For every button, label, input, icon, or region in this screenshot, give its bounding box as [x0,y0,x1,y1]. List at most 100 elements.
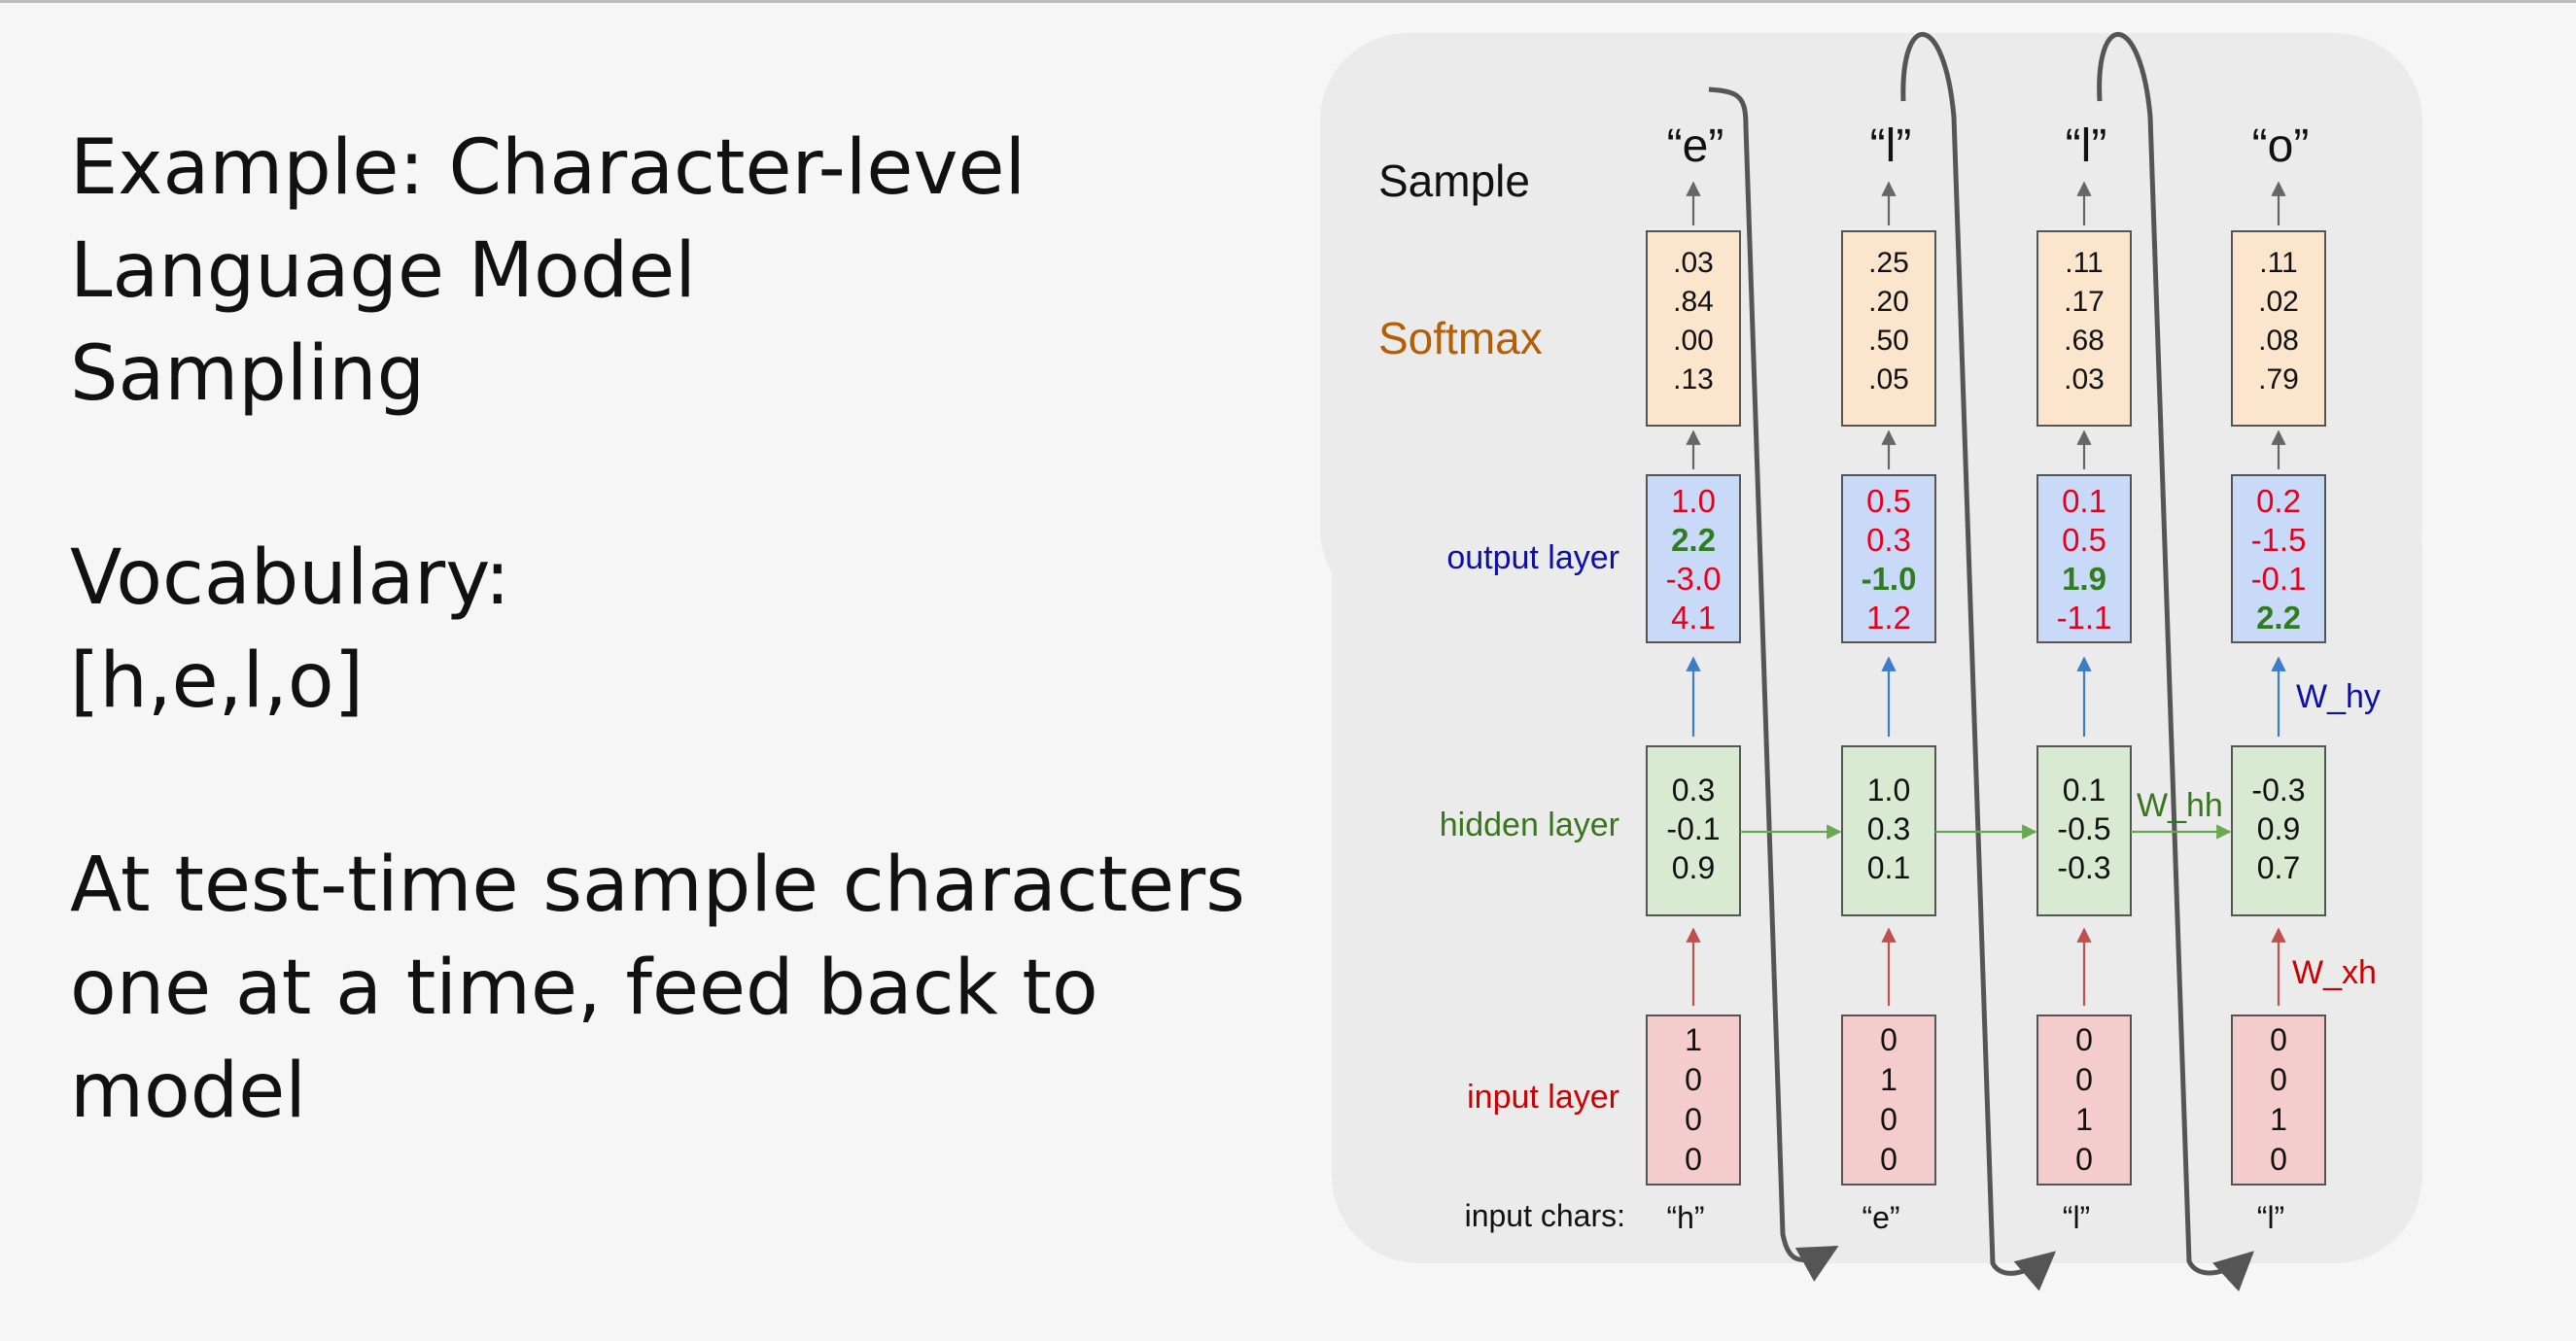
output-value: -0.1 [2251,561,2307,597]
softmax-value: .03 [1673,247,1714,279]
input-value: 1 [1880,1062,1897,1097]
feedback-arrow [1708,86,1839,1282]
softmax-value: .25 [1868,247,1909,279]
input-char: “h” [1666,1200,1704,1235]
input-chars-label: input chars: [1465,1198,1625,1233]
softmax-value: .08 [2258,325,2299,357]
output-layer-label: output layer [1446,539,1619,576]
description-line: At test-time sample characters [70,842,1245,929]
input-value: 0 [2270,1062,2287,1097]
output-value: -1.5 [2251,522,2307,558]
input-value: 1 [2075,1102,2093,1137]
vocabulary-line: [h,e,l,o] [70,637,365,725]
input-value: 0 [2075,1142,2093,1177]
softmax-value: .17 [2064,286,2105,318]
input-vector [1841,1014,1936,1186]
output-value: 4.1 [1671,600,1716,636]
sampled-char: “e” [1667,120,1724,172]
hidden-value: -0.3 [2057,850,2110,885]
softmax-vector [1841,230,1936,427]
softmax-value: .79 [2258,363,2299,395]
output-value: 0.2 [2256,483,2301,519]
output-vector [1646,474,1741,643]
input-value: 1 [2270,1102,2287,1137]
hidden-value: 0.9 [2257,811,2300,846]
hidden-value: 0.3 [1672,773,1715,808]
output-vector [2036,474,2132,643]
softmax-vector [1646,230,1741,427]
softmax-value: .05 [1868,363,1909,395]
hidden-layer-label: hidden layer [1440,807,1619,843]
slide-title-line: Language Model [70,227,696,315]
hidden-value: 0.3 [1867,811,1910,846]
w-hy-label: W_hy [2296,678,2381,715]
sample-label: Sample [1378,155,1530,206]
input-value: 0 [2270,1022,2287,1057]
vocabulary-line: Vocabulary: [70,534,510,622]
softmax-vector [2036,230,2132,427]
input-value: 0 [2075,1022,2093,1057]
slide-text: Example: Character-level Language Model … [70,117,1285,1244]
softmax-vector [2231,230,2326,427]
sampled-char: “o” [2252,120,2310,172]
input-layer-label: input layer [1467,1079,1619,1116]
hidden-value: 0.1 [1867,850,1910,885]
hidden-value: -0.1 [1666,811,1720,846]
output-value: 1.2 [1866,600,1911,636]
input-vector [1646,1014,1741,1186]
input-value: 0 [2270,1142,2287,1177]
output-value: 0.5 [2062,522,2106,558]
hidden-vector [2231,745,2326,916]
input-value: 0 [2075,1062,2093,1097]
input-char: “l” [2063,1200,2090,1235]
input-value: 1 [1685,1022,1702,1057]
input-value: 0 [1880,1022,1897,1057]
softmax-value: .84 [1673,286,1714,318]
description-line: model [70,1048,306,1135]
output-value: -3.0 [1666,561,1722,597]
output-value-max: -1.0 [1862,561,1917,597]
output-vector [2231,474,2326,643]
hidden-value: 0.1 [2063,773,2106,808]
output-value: 1.0 [1671,483,1716,519]
description-line: one at a time, feed back to [70,945,1098,1032]
hidden-value: -0.5 [2057,811,2110,846]
hidden-value: 0.7 [2257,850,2300,885]
input-vector [2036,1014,2132,1186]
test-time-description: At test-time sample characters one at a … [70,834,1285,1143]
output-vector [1841,474,1936,643]
softmax-value: .11 [2065,247,2103,279]
hidden-value: 1.0 [1867,773,1910,808]
vocabulary-text: Vocabulary: [h,e,l,o] [70,527,1285,733]
output-value: 0.3 [1866,522,1911,558]
slide-title-line: Example: Character-level [70,124,1027,212]
input-vector [2231,1014,2326,1186]
slide-title-line: Sampling [70,330,426,418]
output-value-max: 2.2 [2256,600,2301,636]
input-value: 0 [1880,1142,1897,1177]
softmax-label: Softmax [1378,313,1543,363]
w-xh-label: W_xh [2292,954,2377,991]
hidden-value: -0.3 [2251,773,2305,808]
input-value: 0 [1685,1062,1702,1097]
hidden-value: 0.9 [1672,850,1715,885]
sampled-char: “l” [2066,120,2107,172]
softmax-value: .11 [2259,247,2297,279]
feedback-arrow [1900,32,2057,1291]
w-hh-label: W_hh [2137,787,2223,824]
input-value: 0 [1880,1102,1897,1137]
output-value: 0.1 [2062,483,2106,519]
input-char: “e” [1862,1200,1899,1235]
softmax-value: .13 [1673,363,1714,395]
feedback-arrow [2097,32,2254,1292]
hidden-vector [2036,745,2132,916]
feedback-arrows [1708,32,2254,1292]
softmax-value: .50 [1868,325,1909,357]
softmax-value: .20 [1868,286,1909,318]
slide-title: Example: Character-level Language Model … [70,117,1285,426]
input-value: 0 [1685,1142,1702,1177]
output-value-max: 1.9 [2062,561,2106,597]
output-value: -1.1 [2057,600,2112,636]
